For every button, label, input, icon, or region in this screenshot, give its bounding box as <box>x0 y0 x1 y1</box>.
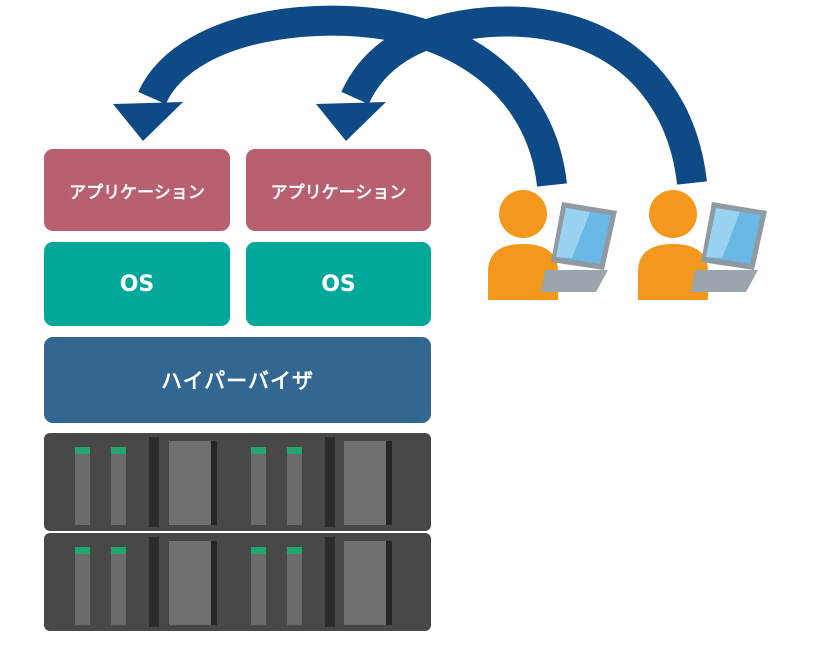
drive-bay <box>251 547 266 625</box>
divider <box>149 437 159 527</box>
os-label: OS <box>119 271 155 297</box>
server-panel <box>344 441 386 525</box>
panel-edge <box>386 541 392 625</box>
application-block-1: アプリケーション <box>44 149 230 231</box>
drive-bay <box>111 447 126 525</box>
drive-bay <box>111 547 126 625</box>
hypervisor-label: ハイパーバイザ <box>161 369 314 393</box>
status-led <box>75 447 90 454</box>
server-panel <box>169 441 211 525</box>
divider <box>325 437 335 527</box>
panel-edge <box>386 441 392 525</box>
status-led <box>251 447 266 454</box>
os-block-1: OS <box>44 242 230 326</box>
user-with-laptop-1 <box>488 190 617 300</box>
laptop-icon <box>541 202 617 292</box>
status-led <box>251 547 266 554</box>
user-icon <box>638 190 708 300</box>
status-led <box>75 547 90 554</box>
panel-edge <box>211 541 217 625</box>
drive-bay <box>75 447 90 525</box>
panel-edge <box>211 441 217 525</box>
user-icon <box>488 190 558 300</box>
server-panel <box>169 541 211 625</box>
os-block-2: OS <box>246 242 431 326</box>
server-panel <box>344 541 386 625</box>
drive-bay <box>251 447 266 525</box>
application-block-2: アプリケーション <box>246 149 431 231</box>
os-label: OS <box>321 271 356 297</box>
curved-arrow-icon <box>316 6 707 185</box>
drive-bay <box>75 547 90 625</box>
user-with-laptop-2 <box>638 190 767 300</box>
server-rack-icon <box>44 433 431 531</box>
server-rack-icon <box>44 533 431 631</box>
status-led <box>287 547 302 554</box>
status-led <box>111 547 126 554</box>
curved-arrow-icon <box>113 5 567 187</box>
divider <box>325 537 335 627</box>
application-label: アプリケーション <box>270 182 407 203</box>
drive-bay <box>287 547 302 625</box>
status-led <box>287 447 302 454</box>
divider <box>149 537 159 627</box>
drive-bay <box>287 447 302 525</box>
laptop-icon <box>691 202 767 292</box>
status-led <box>111 447 126 454</box>
hypervisor-block: ハイパーバイザ <box>44 337 431 423</box>
application-label: アプリケーション <box>69 182 205 203</box>
